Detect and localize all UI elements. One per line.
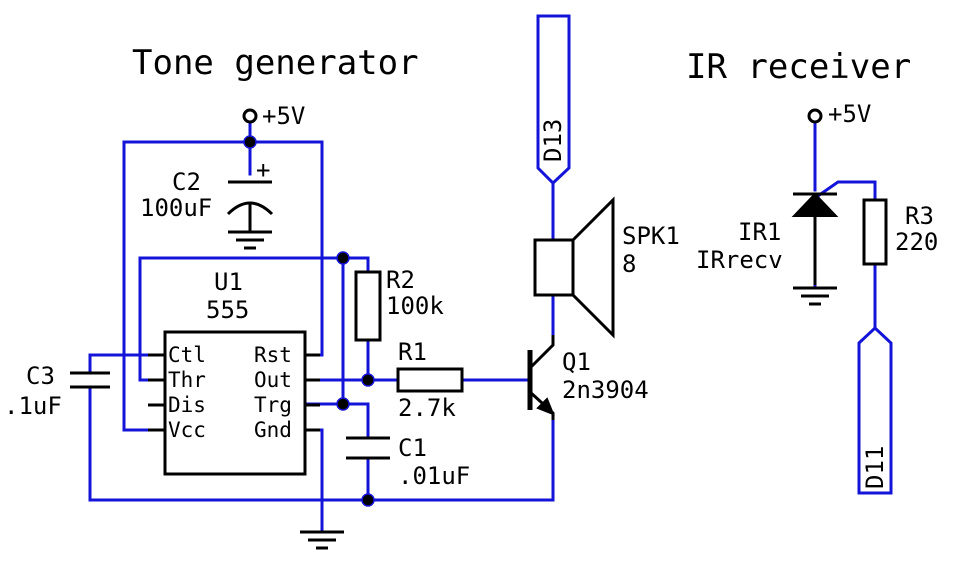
u1-pin-rst: Rst <box>254 343 292 367</box>
u1-pin-trg: Trg <box>254 393 292 417</box>
u1-pin-vcc: Vcc <box>168 418 206 442</box>
title-ir-receiver: IR receiver <box>686 47 911 87</box>
port-d11: D11 <box>857 325 893 495</box>
power-label-right: +5V <box>828 100 871 128</box>
u1-pin-thr: Thr <box>168 368 206 392</box>
power-symbol-right: +5V <box>807 100 871 128</box>
r1-value: 2.7k <box>398 394 456 422</box>
u1-pin-out: Out <box>254 368 292 392</box>
r2-value: 100k <box>386 292 444 320</box>
capacitor-c1: C1 .01uF <box>346 434 470 490</box>
r3-value: 220 <box>895 228 938 256</box>
title-tone-generator: Tone generator <box>132 43 419 83</box>
q1-ref: Q1 <box>562 348 591 376</box>
r1-ref: R1 <box>398 338 427 366</box>
ir1-ref: IR1 <box>738 218 781 246</box>
resistor-r1: R1 2.7k <box>396 338 464 422</box>
power-label-left: +5V <box>262 102 305 130</box>
ic-u1-555: U1 555 Ctl Thr Dis Vcc Rst Out Trg Gnd <box>148 268 320 476</box>
c3-value: .1uF <box>4 392 62 420</box>
u1-pin-gnd: Gnd <box>254 418 292 442</box>
power-symbol-left: +5V <box>242 102 305 130</box>
c2-polarity: + <box>256 156 270 184</box>
resistor-r2: R2 100k <box>354 266 444 342</box>
u1-ref: U1 <box>214 268 243 296</box>
r2-ref: R2 <box>386 266 415 294</box>
c3-ref: C3 <box>26 362 55 390</box>
junction-dot <box>336 397 350 411</box>
ir-receiver-ir1: IR1 IRrecv <box>696 192 839 306</box>
spk1-value: 8 <box>622 250 636 278</box>
ir1-value: IRrecv <box>696 246 783 274</box>
junction-dot <box>361 373 375 387</box>
junction-dots <box>243 135 375 507</box>
c2-value: 100uF <box>140 194 212 222</box>
tone-generator-wires <box>88 120 555 532</box>
resistor-r3: R3 220 <box>862 198 938 266</box>
u1-pin-ctl: Ctl <box>168 343 206 367</box>
c1-ref: C1 <box>398 434 427 462</box>
r3-ref: R3 <box>905 202 934 230</box>
u1-value: 555 <box>206 296 249 324</box>
spk1-ref: SPK1 <box>622 222 680 250</box>
c1-value: .01uF <box>398 462 470 490</box>
d13-label: D13 <box>539 119 567 162</box>
capacitor-c2: + C2 100uF <box>140 156 274 250</box>
port-d13: D13 <box>536 14 571 186</box>
transistor-q1: Q1 2n3904 <box>527 335 649 420</box>
d11-label: D11 <box>861 446 889 489</box>
junction-dot <box>361 493 375 507</box>
ground-symbol-tone <box>300 530 344 550</box>
c2-ref: C2 <box>172 168 201 196</box>
junction-dot <box>243 135 257 149</box>
junction-dot <box>336 251 350 265</box>
q1-value: 2n3904 <box>562 376 649 404</box>
capacitor-c3: C3 .1uF <box>4 362 110 420</box>
u1-pin-dis: Dis <box>168 393 206 417</box>
speaker-spk1: SPK1 8 <box>533 196 680 339</box>
